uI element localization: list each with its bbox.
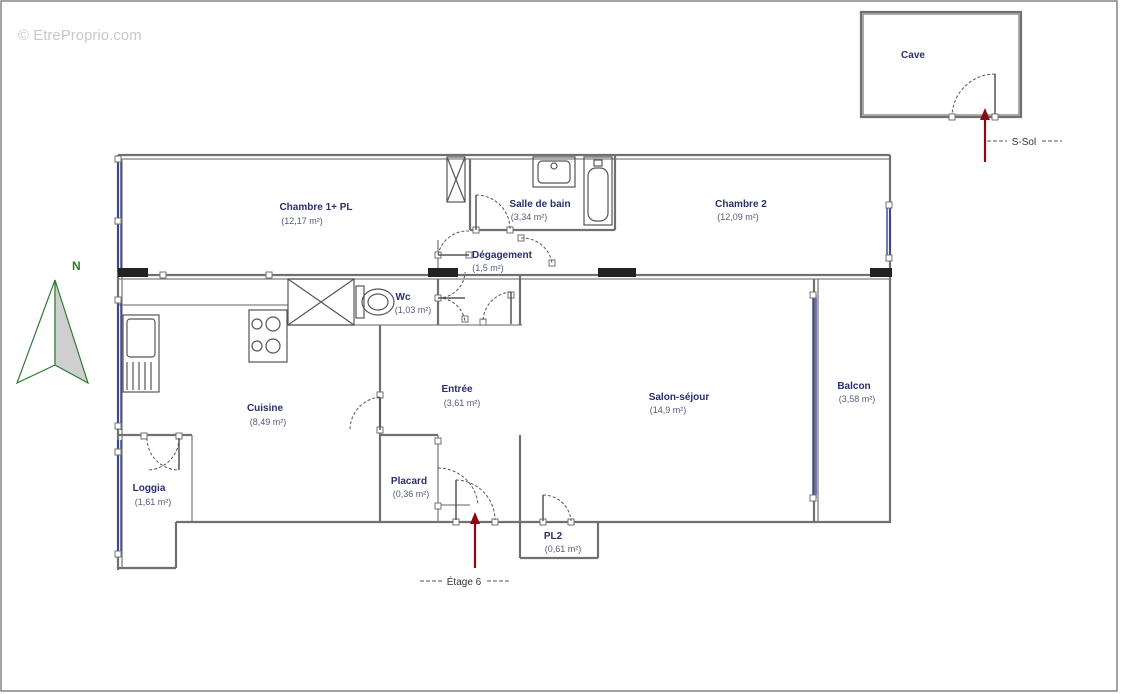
room-labels: Cave Chambre 1+ PL (12,17 m²) Salle de b…	[133, 50, 926, 554]
doors	[146, 194, 572, 522]
room-sdb-name: Salle de bain	[509, 199, 570, 210]
watermark: © EtreProprio.com	[18, 27, 142, 44]
room-sdb-area: (3,34 m²)	[511, 212, 548, 222]
room-pl2-area: (0,61 m²)	[545, 544, 582, 554]
room-salon-name: Salon-séjour	[649, 392, 710, 403]
room-entree-area: (3,61 m²)	[444, 398, 481, 408]
room-balcon-name: Balcon	[837, 381, 870, 392]
room-cuisine-name: Cuisine	[247, 403, 284, 414]
room-chambre1-area: (12,17 m²)	[281, 216, 323, 226]
room-pl2-name: PL2	[544, 531, 563, 542]
room-cuisine-area: (8,49 m²)	[250, 417, 287, 427]
room-salon-area: (14,9 m²)	[650, 405, 687, 415]
wall-nodes	[114, 155, 893, 558]
room-placard-name: Placard	[391, 476, 427, 487]
room-degagement-area: (1,5 m²)	[472, 263, 504, 273]
room-degagement-name: Dégagement	[472, 250, 533, 261]
apartment-walls	[116, 153, 892, 570]
room-cave-name: Cave	[901, 50, 925, 61]
fixtures	[122, 156, 613, 393]
room-chambre2-area: (12,09 m²)	[717, 212, 759, 222]
north-arrow-icon	[15, 279, 90, 385]
room-balcon-area: (3,58 m²)	[839, 394, 876, 404]
room-chambre2-name: Chambre 2	[715, 199, 767, 210]
level-floor-label: Étage 6	[447, 575, 482, 588]
room-wc-area: (1,03 m²)	[395, 305, 432, 315]
room-loggia-area: (1,61 m²)	[135, 497, 172, 507]
windows	[117, 162, 891, 555]
level-basement-label: S-Sol	[1012, 137, 1036, 148]
structure-columns	[118, 268, 892, 277]
room-entree-name: Entrée	[441, 384, 473, 395]
cave-plan	[859, 10, 1023, 121]
compass-north-label: N	[72, 259, 81, 273]
room-placard-area: (0,36 m²)	[393, 489, 430, 499]
room-loggia-name: Loggia	[133, 483, 166, 494]
room-chambre1-name: Chambre 1+ PL	[279, 202, 352, 213]
level-markers: S-Sol Étage 6	[420, 108, 1062, 588]
room-wc-name: Wc	[396, 292, 411, 303]
